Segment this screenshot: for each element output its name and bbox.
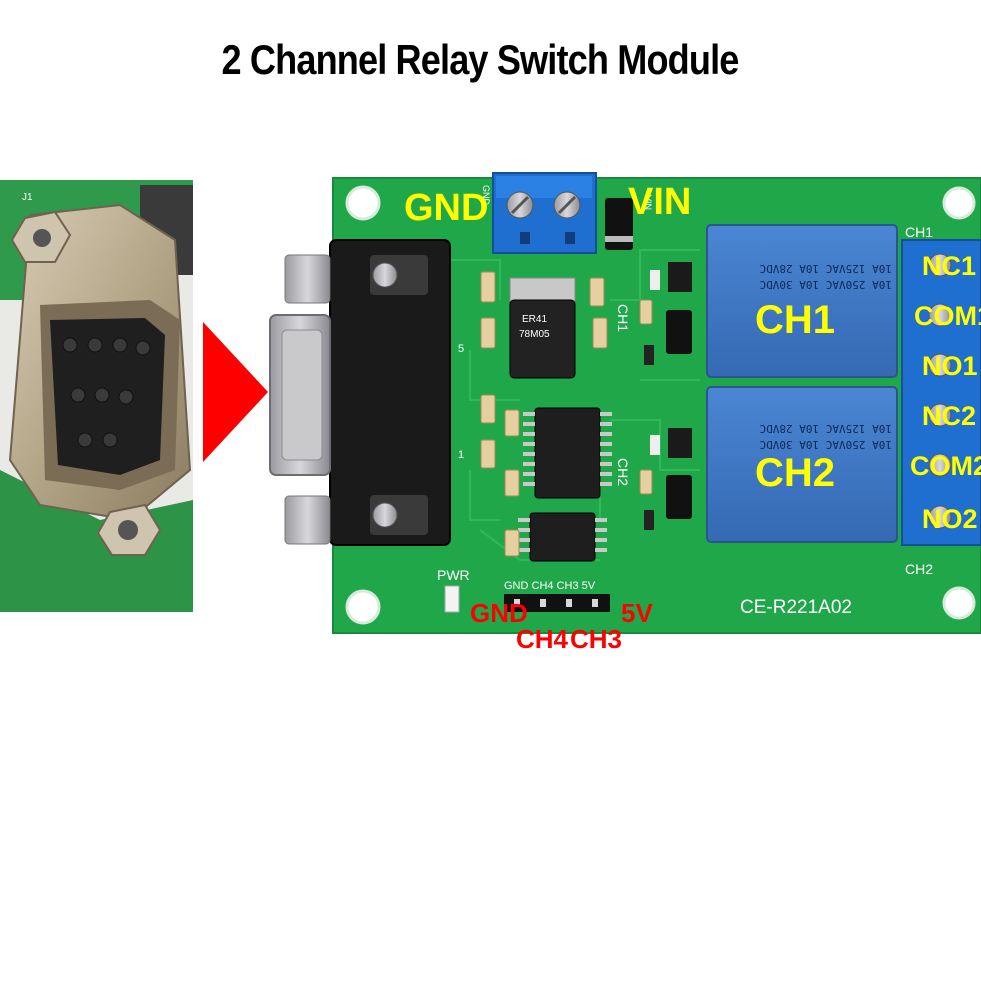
silk-header: GND CH4 CH3 5V (504, 580, 596, 592)
callout-vin: VIN (628, 181, 691, 223)
mounting-hole (345, 185, 976, 625)
terminal-label-nc1: NC1 (922, 251, 976, 281)
output-terminal-block (901, 239, 981, 546)
arrow-right-icon (203, 322, 268, 462)
silk-ch1-side: CH1 (615, 304, 631, 332)
silk-ch2-bottom: CH2 (905, 561, 933, 577)
connector-closeup-inset: J1 (0, 180, 193, 612)
silk-gnd-terminal: GND (481, 185, 491, 206)
terminal-label-com1: COM1 (914, 301, 981, 331)
relay-ch1-label: CH1 (755, 298, 835, 342)
relay-ch1-rating-1: 10A 250VAC 10A 30VDC (760, 278, 892, 291)
screw-icon (370, 255, 428, 535)
smd-component (480, 270, 660, 557)
callout-header-ch3: CH3 (570, 624, 622, 654)
ic-chip (518, 407, 612, 562)
silk-db9-pin5: 5 (458, 343, 464, 355)
silk-ch2-side: CH2 (615, 458, 631, 486)
pin-header (504, 594, 610, 612)
callout-header-ch4: CH4 (516, 624, 569, 654)
terminal-labels: NC1 COM1 NO1 NC2 COM2 NO2 (910, 251, 981, 534)
inset-silk-j1: J1 (22, 192, 33, 203)
relay-ch2: 10A 250VAC 10A 30VDC 10A 125VAC 10A 28VD… (706, 386, 898, 543)
relay-ch2-rating-2: 10A 125VAC 10A 28VDC (760, 422, 892, 435)
silk-ch1-top: CH1 (905, 224, 933, 240)
callout-header-gnd: GND (470, 598, 528, 628)
board-model: CE-R221A02 (740, 597, 852, 618)
page-title: 2 Channel Relay Switch Module (221, 36, 740, 83)
relay-pcb-board: GND VIN 5 1 ER41 78M05 (269, 172, 981, 634)
terminal-label-com2: COM2 (910, 451, 981, 481)
voltage-regulator-chip: ER41 78M05 (509, 277, 576, 379)
relay-ch2-label: CH2 (755, 451, 835, 495)
relay-ch1-rating-2: 10A 125VAC 10A 28VDC (760, 262, 892, 275)
transistor (666, 262, 692, 519)
terminal-label-nc2: NC2 (922, 401, 976, 431)
pwr-led (444, 585, 460, 613)
silk-vin-terminal: VIN (643, 195, 653, 210)
terminal-label-no2: NO2 (922, 504, 978, 534)
terminal-label-no1: NO1 (922, 351, 978, 381)
silk-pwr: PWR (437, 567, 470, 583)
callout-gnd: GND (404, 187, 488, 229)
silk-db9-pin1: 1 (458, 449, 464, 461)
db9-connector: 5 1 (269, 239, 464, 546)
callout-header-5v: 5V (621, 598, 653, 628)
relay-ch2-rating-1: 10A 250VAC 10A 30VDC (760, 438, 892, 451)
regulator-text-2: 78M05 (519, 329, 550, 340)
relay-ch1: 10A 250VAC 10A 30VDC 10A 125VAC 10A 28VD… (706, 224, 898, 378)
power-screw-terminal: GND VIN (481, 172, 653, 254)
regulator-text-1: ER41 (522, 314, 547, 325)
